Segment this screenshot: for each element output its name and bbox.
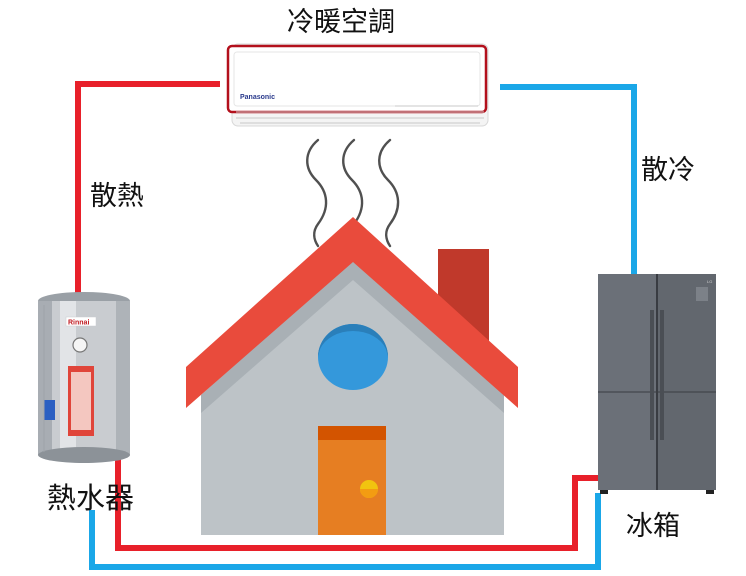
air-conditioner-icon: Panasonic: [226, 43, 489, 127]
house-window: [318, 324, 388, 390]
refrigerator-brand-logo: LG: [707, 279, 712, 284]
house-window-shade: [318, 324, 388, 357]
house-door-knob-shade: [360, 489, 378, 498]
cold-line-bottom: [89, 493, 601, 570]
hot-lines: [75, 81, 600, 551]
refrigerator-icon: LG: [598, 274, 716, 494]
house-roof: [186, 217, 518, 408]
ac-vents: [236, 105, 484, 124]
hot-line-bottom: [115, 455, 600, 551]
heat-wave-left: [306, 138, 328, 248]
hot-line-top: [75, 81, 220, 300]
air-conditioner-label: 冷暖空調: [287, 7, 395, 38]
refrigerator-label: 冰箱: [626, 511, 680, 542]
house-door-frame: [318, 426, 386, 443]
heat-wave-right: [378, 138, 400, 248]
ac-brand-logo: Panasonic: [240, 94, 275, 101]
water-heater-brand-logo: Rinnai: [68, 320, 89, 327]
house-icon: [186, 217, 518, 535]
cool-release-label: 散冷: [641, 155, 695, 186]
water-heater-gauge: [72, 337, 88, 353]
heat-release-label: 散熱: [90, 181, 144, 212]
water-heater-icon: Rinnai: [38, 292, 130, 463]
water-heater-label: 熱水器: [47, 481, 135, 515]
cold-line-top: [500, 84, 637, 274]
cold-lines: [89, 84, 637, 570]
